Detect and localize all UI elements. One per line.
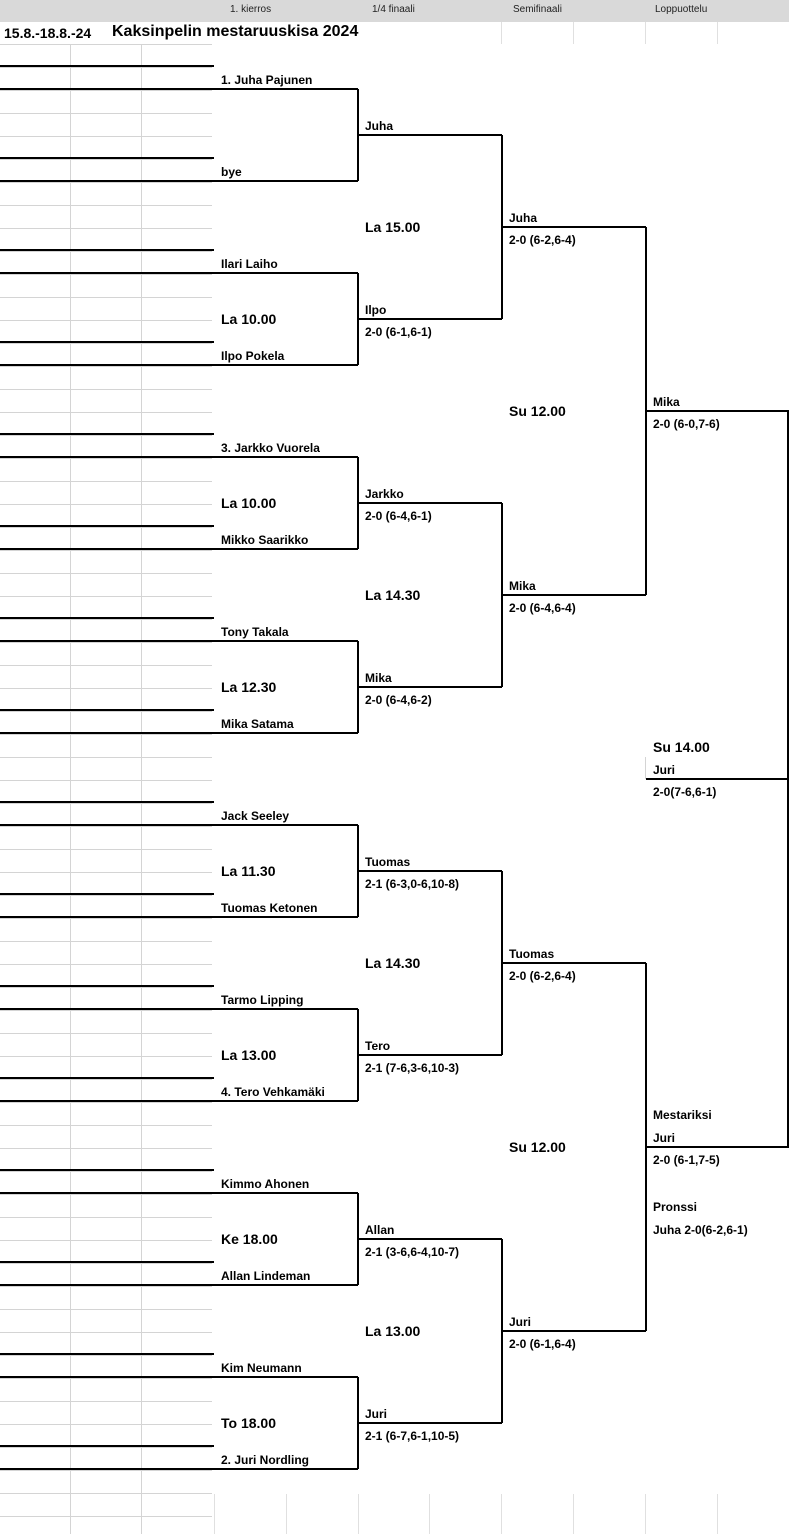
bronze-result: Juha 2-0(6-2,6-1) — [653, 1223, 748, 1237]
final-winner: Juri — [653, 763, 676, 777]
sf-score: 2-0 (6-4,6-4) — [509, 601, 576, 615]
player-name: Mikko Saarikko — [221, 533, 309, 547]
qf-winner: Tuomas — [365, 855, 411, 869]
match-time: La 10.00 — [221, 311, 277, 327]
match-time: La 10.00 — [221, 495, 277, 511]
match-time: La 15.00 — [365, 219, 421, 235]
sf-score: 2-0 (6-2,6-4) — [509, 969, 576, 983]
qf-winner: Jarkko — [365, 487, 404, 501]
sf-winner: Juri — [509, 1315, 532, 1329]
header-final: Loppuottelu — [655, 4, 708, 15]
sf-winner: Tuomas — [509, 947, 555, 961]
match-time: To 18.00 — [221, 1415, 276, 1431]
qf-winner: Tero — [365, 1039, 391, 1053]
page-title: Kaksinpelin mestaruuskisa 2024 — [112, 23, 359, 40]
player-name: 2. Juri Nordling — [221, 1453, 310, 1467]
title-row — [0, 22, 430, 44]
player-name: Allan Lindeman — [221, 1269, 311, 1283]
player-name: Ilari Laiho — [221, 257, 278, 271]
sf-winner: Juha — [509, 211, 538, 225]
sf-winner: Mika — [509, 579, 536, 593]
player-name: Tuomas Ketonen — [221, 901, 318, 915]
sf-score: 2-0 (6-2,6-4) — [509, 233, 576, 247]
qf-score: 2-1 (6-7,6-1,10-5) — [365, 1429, 460, 1443]
final-score: 2-0(7-6,6-1) — [653, 785, 717, 799]
player-name: Mika Satama — [221, 717, 294, 731]
champion-name: Juri — [653, 1131, 676, 1145]
qf-winner: Juha — [365, 119, 394, 133]
header-semifinal: Semifinaali — [513, 4, 562, 15]
qf-winner: Allan — [365, 1223, 395, 1237]
qf-score: 2-1 (7-6,3-6,10-3) — [365, 1061, 460, 1075]
player-name: 1. Juha Pajunen — [221, 73, 313, 87]
qf-winner: Mika — [365, 671, 392, 685]
player-name: Kim Neumann — [221, 1361, 302, 1375]
final-winner: Mika — [653, 395, 680, 409]
qf-score: 2-1 (6-3,0-6,10-8) — [365, 877, 460, 891]
match-time: Ke 18.00 — [221, 1231, 278, 1247]
header-quarterfinal: 1/4 finaali — [372, 4, 415, 15]
qf-winner: Juri — [365, 1407, 388, 1421]
match-time: La 12.30 — [221, 679, 277, 695]
qf-winner: Ilpo — [365, 303, 387, 317]
player-name: Jack Seeley — [221, 809, 290, 823]
champion-score: 2-0 (6-1,7-5) — [653, 1153, 720, 1167]
qf-score: 2-0 (6-4,6-1) — [365, 509, 432, 523]
player-name: Tarmo Lipping — [221, 993, 304, 1007]
match-time: Su 12.00 — [509, 403, 566, 419]
sf-score: 2-0 (6-1,6-4) — [509, 1337, 576, 1351]
match-time: La 14.30 — [365, 955, 421, 971]
header-round1: 1. kierros — [230, 4, 272, 15]
player-name: Ilpo Pokela — [221, 349, 285, 363]
player-name: Kimmo Ahonen — [221, 1177, 310, 1191]
match-time: La 11.30 — [221, 863, 276, 879]
match-time: La 13.00 — [365, 1323, 421, 1339]
player-name: 3. Jarkko Vuorela — [221, 441, 320, 455]
match-time: La 14.30 — [365, 587, 421, 603]
qf-score: 2-0 (6-4,6-2) — [365, 693, 432, 707]
final-score: 2-0 (6-0,7-6) — [653, 417, 720, 431]
match-time: Su 12.00 — [509, 1139, 566, 1155]
player-name: Tony Takala — [221, 625, 289, 639]
champion-label: Mestariksi — [653, 1108, 712, 1122]
match-time: Su 14.00 — [653, 739, 710, 755]
column-header-bar: 1. kierros 1/4 finaali Semifinaali Loppu… — [0, 0, 789, 22]
player-name: 4. Tero Vehkamäki — [221, 1085, 325, 1099]
qf-score: 2-0 (6-1,6-1) — [365, 325, 432, 339]
match-time: La 13.00 — [221, 1047, 277, 1063]
qf-score: 2-1 (3-6,6-4,10-7) — [365, 1245, 460, 1259]
tournament-dates: 15.8.-18.8.-24 — [4, 25, 92, 41]
player-name: bye — [221, 165, 242, 179]
bronze-label: Pronssi — [653, 1200, 698, 1214]
